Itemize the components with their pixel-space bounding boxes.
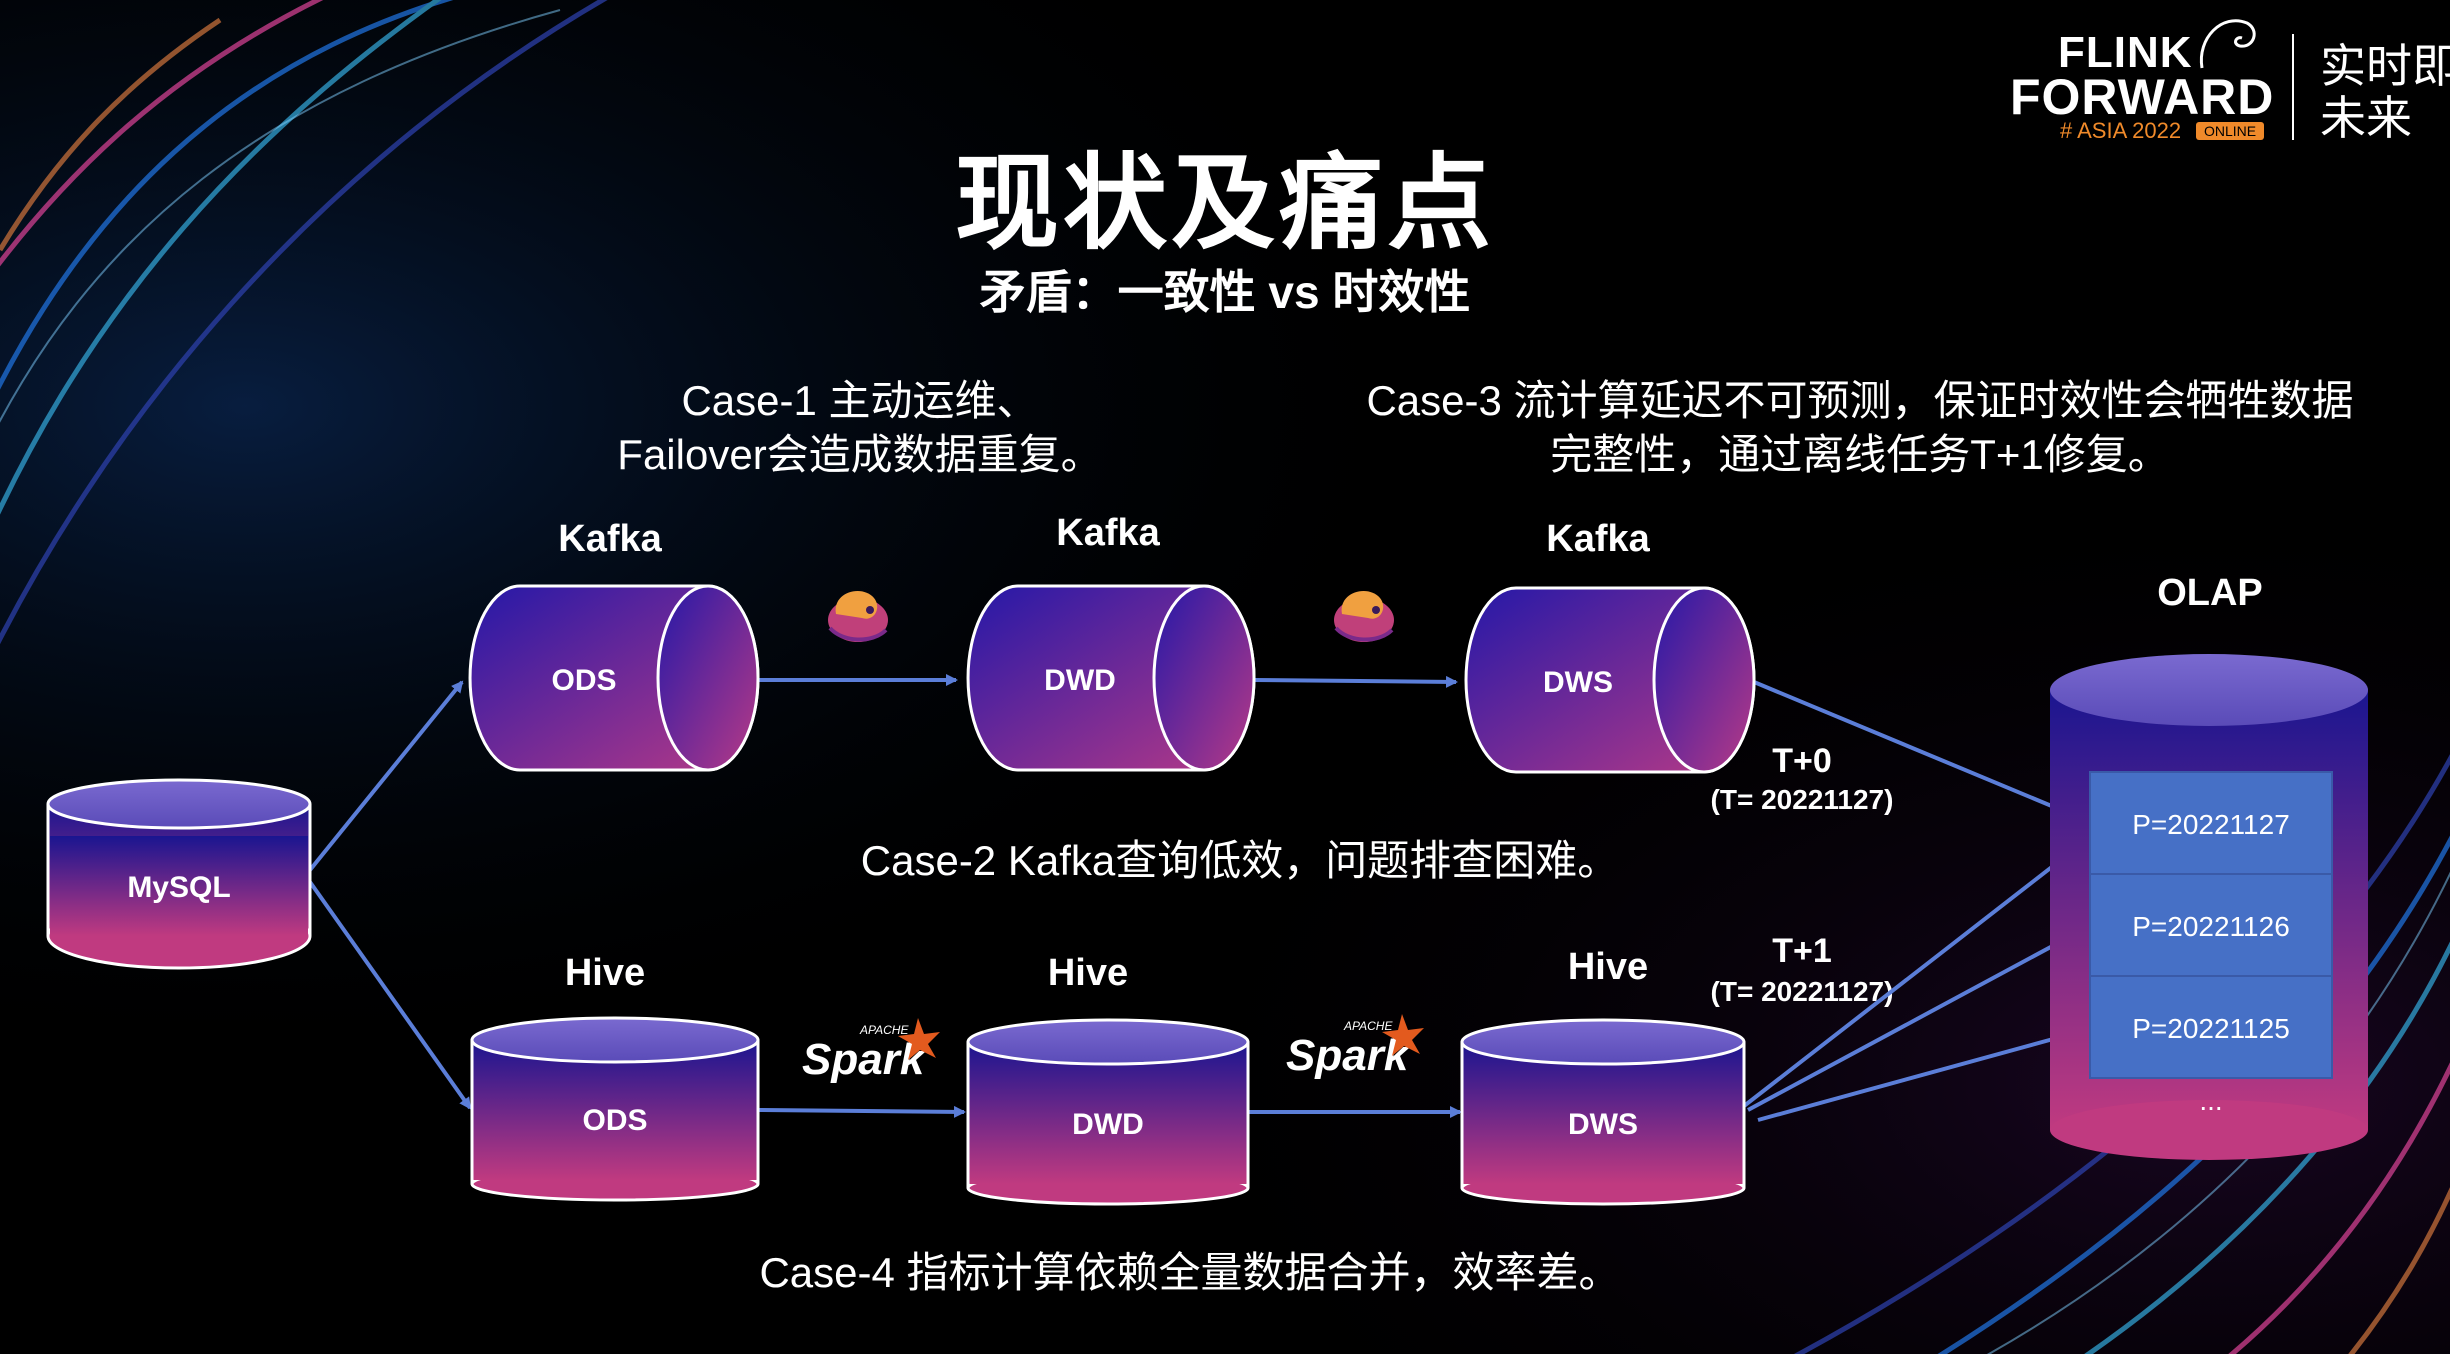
arrow-hive-dws-to-p1125 — [1757, 1026, 2088, 1122]
arrow-hive-dws-to-p1126 — [1747, 926, 2088, 1112]
t0-detail: (T= 20221127) — [1710, 784, 1894, 815]
partition-3 — [2089, 975, 2333, 1079]
kafka-dws-group-label: Kafka — [1546, 518, 1650, 560]
partition-1 — [2089, 771, 2333, 875]
partition-2-label: P=20221126 — [2132, 911, 2290, 942]
hive-dwd-label: DWD — [1072, 1108, 1144, 1141]
logo-line-asia: # ASIA 2022 — [2060, 118, 2182, 143]
partition-3-label: P=20221125 — [2132, 1013, 2290, 1044]
case-3-text: Case-3 流计算延迟不可预测，保证时效性会牺牲数据 完整性，通过离线任务T+… — [1340, 374, 2380, 482]
hive-dwd-group-label: Hive — [1047, 952, 1129, 994]
t1-label: T+1 — [1772, 932, 1832, 970]
logo-slogan-line2: 未来 — [2320, 92, 2412, 144]
hive-dwd-cylinder: DWD — [966, 1018, 1250, 1206]
partition-more-label: ... — [2199, 1085, 2222, 1116]
logo-divider — [2292, 34, 2294, 140]
kafka-ods-cylinder: ODS — [468, 584, 760, 772]
hive-ods-group-label: Hive — [564, 952, 646, 994]
kafka-dwd-group-label: Kafka — [1056, 512, 1160, 554]
hive-ods-cylinder: ODS — [470, 1016, 760, 1202]
page-title: 现状及痛点 — [954, 146, 1495, 262]
spark-star-icon — [898, 1018, 940, 1060]
arrow-mysql-to-hive-ods — [308, 880, 472, 1110]
mysql-cylinder: MySQL — [46, 778, 312, 970]
spark-logo: APACHE Spark — [1286, 1014, 1424, 1080]
logo-line-flink: FLINK — [2058, 28, 2193, 77]
flink-icon — [828, 591, 888, 642]
t0-label: T+0 — [1772, 742, 1832, 780]
spark-star-icon — [1382, 1014, 1424, 1056]
arrow-hive-dws-to-p1127 — [1742, 840, 2086, 1108]
kafka-dwd-cylinder: DWD — [966, 584, 1256, 772]
kafka-dws-cylinder: DWS — [1464, 586, 1756, 774]
logo-line-forward: FORWARD — [2010, 69, 2275, 125]
hive-dws-group-label: Hive — [1567, 946, 1649, 988]
kafka-dws-label: DWS — [1543, 666, 1613, 699]
squirrel-icon — [2199, 19, 2256, 69]
kafka-dwd-label: DWD — [1044, 664, 1116, 697]
olap-group-label: OLAP — [2157, 572, 2263, 614]
case-1-line-2: Failover会造成数据重复。 — [617, 431, 1103, 478]
kafka-ods-group-label: Kafka — [558, 518, 662, 560]
t1-detail: (T= 20221127) — [1710, 976, 1894, 1007]
spark-brand-text: Spark — [802, 1035, 927, 1084]
hive-dws-cylinder: DWS — [1460, 1018, 1746, 1206]
case-2-text: Case-2 Kafka查询低效，问题排查困难。 — [860, 837, 1620, 884]
hive-ods-label: ODS — [582, 1104, 647, 1137]
hive-dws-label: DWS — [1568, 1108, 1638, 1141]
spark-apache-text: APACHE — [859, 1023, 909, 1037]
spark-logo: APACHE Spark — [802, 1018, 940, 1084]
arrow-kafka-dws-to-olap — [1753, 680, 2092, 824]
page-subtitle: 矛盾：一致性 vs 时效性 — [979, 266, 1471, 318]
case-3-line-2: 完整性，通过离线任务T+1修复。 — [1550, 431, 2170, 478]
logo-slogan-line1: 实时即 — [2320, 40, 2450, 92]
spark-apache-text: APACHE — [1343, 1019, 1393, 1033]
arrow-mysql-to-kafka-ods — [308, 680, 464, 872]
case-1-text: Case-1 主动运维、 Failover会造成数据重复。 — [560, 374, 1160, 482]
logo-online-badge: ONLINE — [2196, 122, 2265, 140]
arrow-hive-ods-to-dwd — [757, 1105, 966, 1118]
case-4-text: Case-4 指标计算依赖全量数据合并，效率差。 — [759, 1249, 1621, 1296]
kafka-ods-label: ODS — [551, 664, 616, 697]
partition-2 — [2089, 873, 2333, 977]
spark-brand-text: Spark — [1286, 1031, 1411, 1080]
partition-1-label: P=20221127 — [2132, 809, 2290, 840]
olap-partitions — [2089, 771, 2333, 1079]
case-3-line-1: Case-3 流计算延迟不可预测，保证时效性会牺牲数据 — [1366, 377, 2354, 424]
mysql-label: MySQL — [127, 871, 230, 904]
arrow-kafka-dwd-to-dws — [1253, 675, 1458, 688]
flink-icon — [1334, 591, 1394, 642]
case-1-line-1: Case-1 主动运维、 — [681, 377, 1039, 424]
